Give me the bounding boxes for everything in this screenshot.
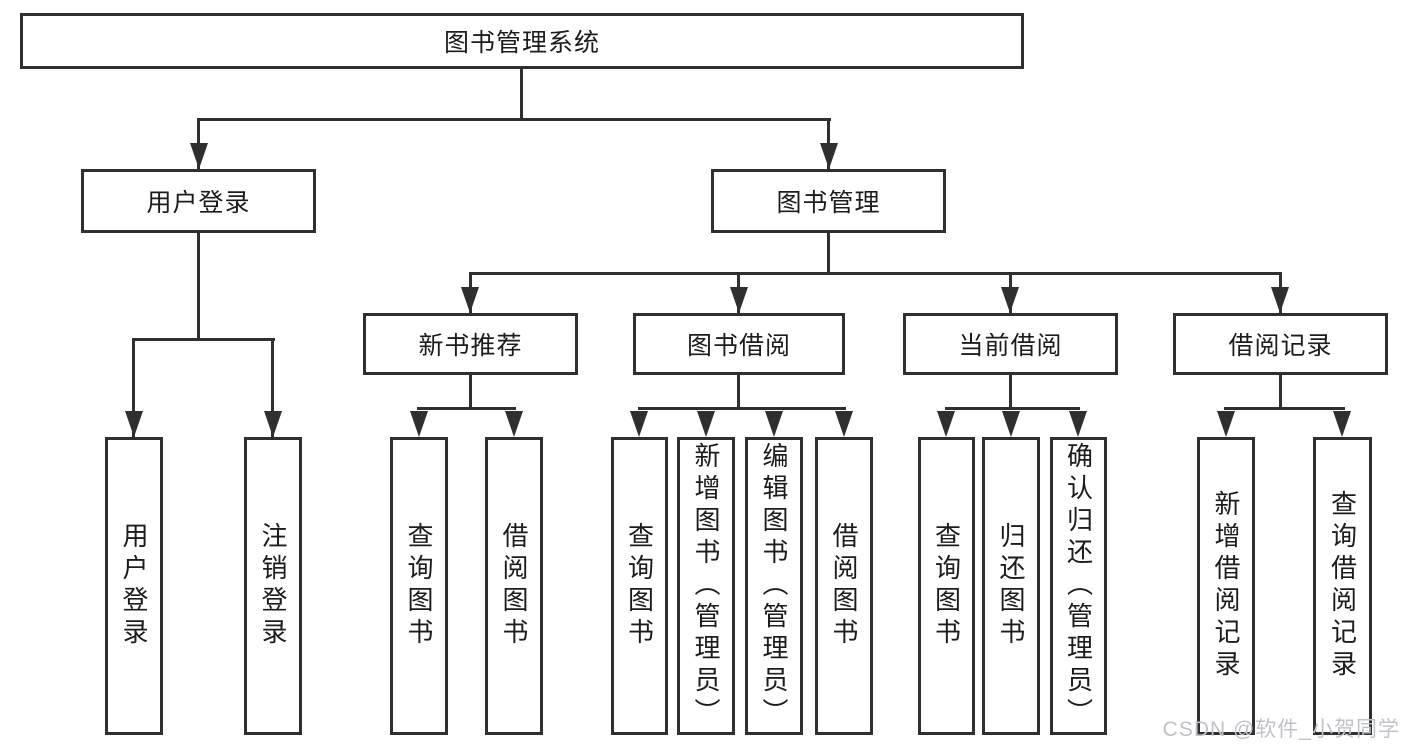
connector-user-login-rail — [132, 338, 275, 341]
node-borrow-record: 借阅记录 — [1173, 313, 1388, 375]
leaf-label: 借阅图书 — [829, 522, 859, 650]
connector-book-borrow-rail — [638, 407, 846, 410]
node-borrow-record-label: 借阅记录 — [1228, 332, 1333, 360]
leaf-label: 查询借阅记录 — [1327, 490, 1358, 682]
leaf-add-borrow-record: 新增借阅记录 — [1197, 437, 1255, 735]
connector-drop-leaf — [132, 338, 135, 437]
node-current-borrow-label: 当前借阅 — [958, 332, 1063, 360]
leaf-label: 归还图书 — [996, 522, 1026, 650]
node-book-borrow-label: 图书借阅 — [686, 332, 791, 360]
leaf-confirm-return-admin: 确认归还（管理员） — [1050, 437, 1107, 735]
connector-new-book-stem — [469, 374, 472, 410]
connector-root-rail — [197, 118, 831, 121]
leaf-label: 确认归还（管理员） — [1063, 442, 1094, 730]
leaf-label: 借阅图书 — [499, 522, 529, 650]
arrow-down-icon — [125, 411, 143, 437]
arrow-down-icon — [505, 411, 523, 437]
arrow-down-icon — [697, 411, 715, 437]
arrow-down-icon — [264, 411, 282, 437]
arrow-down-icon — [1333, 411, 1351, 437]
connector-new-book-rail — [417, 407, 516, 410]
leaf-borrow-book: 借阅图书 — [815, 437, 873, 735]
arrow-down-icon — [1002, 411, 1020, 437]
node-book-mgmt-label: 图书管理 — [776, 189, 881, 217]
arrow-down-icon — [1271, 287, 1289, 313]
arrow-down-icon — [1069, 411, 1087, 437]
connector-book-mgmt-rail — [469, 272, 1282, 275]
connector-borrow-record-rail — [1224, 407, 1345, 410]
arrow-down-icon — [765, 411, 783, 437]
leaf-label: 查询图书 — [624, 522, 655, 650]
node-new-book-rec-label: 新书推荐 — [418, 332, 523, 360]
arrow-down-icon — [730, 287, 748, 313]
connector-drop-leaf — [271, 338, 274, 437]
leaf-user-login: 用户登录 — [105, 437, 163, 735]
leaf-query-borrow-record: 查询借阅记录 — [1313, 437, 1372, 735]
arrow-down-icon — [820, 143, 838, 169]
leaf-query-book-borrow: 查询图书 — [611, 437, 668, 735]
leaf-label: 用户登录 — [119, 522, 149, 650]
arrow-down-icon — [937, 411, 955, 437]
connector-user-login-stem — [197, 232, 200, 341]
leaf-logout: 注销登录 — [244, 437, 302, 735]
node-root: 图书管理系统 — [20, 13, 1024, 69]
connector-current-borrow-rail — [945, 407, 1080, 410]
leaf-label: 新增图书（管理员） — [691, 442, 721, 730]
leaf-label: 查询图书 — [404, 522, 434, 650]
node-new-book-rec: 新书推荐 — [363, 313, 578, 375]
node-current-borrow: 当前借阅 — [903, 313, 1118, 375]
arrow-down-icon — [835, 411, 853, 437]
csdn-watermark: CSDN @软件_小贺同学 — [1162, 718, 1400, 741]
node-book-borrow: 图书借阅 — [633, 313, 845, 375]
arrow-down-icon — [630, 411, 648, 437]
node-user-login: 用户登录 — [81, 169, 316, 233]
leaf-return-book: 归还图书 — [982, 437, 1040, 735]
connector-borrow-record-stem — [1279, 374, 1282, 410]
connector-current-borrow-stem — [1009, 374, 1012, 410]
leaf-borrow-book-newrec: 借阅图书 — [485, 437, 543, 735]
leaf-query-book-newrec: 查询图书 — [390, 437, 448, 735]
arrow-down-icon — [1001, 287, 1019, 313]
leaf-query-book-current: 查询图书 — [918, 437, 975, 735]
connector-root-stem — [520, 68, 523, 121]
arrow-down-icon — [410, 411, 428, 437]
node-user-login-label: 用户登录 — [146, 189, 251, 217]
connector-book-borrow-stem — [737, 374, 740, 410]
leaf-add-book-admin: 新增图书（管理员） — [677, 437, 735, 735]
leaf-edit-book-admin: 编辑图书（管理员） — [745, 437, 803, 735]
connector-book-mgmt-stem — [827, 232, 830, 275]
leaf-label: 注销登录 — [258, 522, 288, 650]
leaf-label: 新增借阅记录 — [1211, 490, 1241, 682]
arrow-down-icon — [1217, 411, 1235, 437]
leaf-label: 查询图书 — [931, 522, 962, 650]
arrow-down-icon — [190, 143, 208, 169]
node-root-label: 图书管理系统 — [443, 29, 600, 57]
arrow-down-icon — [461, 287, 479, 313]
leaf-label: 编辑图书（管理员） — [759, 442, 789, 730]
node-book-mgmt: 图书管理 — [711, 169, 946, 233]
